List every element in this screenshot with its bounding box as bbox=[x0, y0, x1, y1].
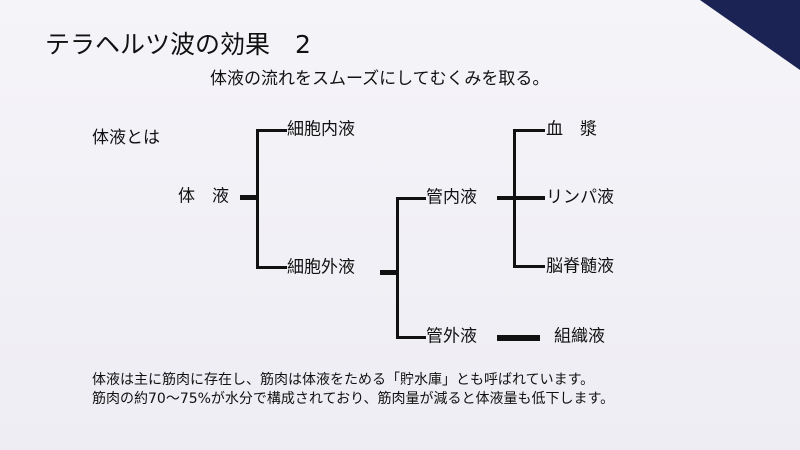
node-root: 体 液 bbox=[178, 186, 229, 207]
node-csf: 脳脊髄液 bbox=[546, 256, 614, 277]
connector bbox=[513, 129, 516, 267]
connector bbox=[380, 270, 397, 275]
note-line: 体液は主に筋肉に存在し、筋肉は体液をためる「貯水庫」とも呼ばれています。 bbox=[92, 372, 595, 388]
node-intracellular: 細胞内液 bbox=[287, 119, 355, 140]
node-tissue: 組織液 bbox=[554, 326, 605, 347]
connector bbox=[396, 197, 426, 200]
node-lymph: リンパ液 bbox=[546, 187, 614, 208]
connector bbox=[256, 129, 287, 132]
node-plasma: 血 漿 bbox=[546, 119, 597, 140]
corner-decoration bbox=[700, 0, 800, 70]
connector bbox=[497, 196, 545, 200]
connector bbox=[513, 129, 545, 132]
connector bbox=[256, 129, 259, 269]
connector bbox=[497, 335, 540, 341]
connector bbox=[513, 265, 545, 268]
connector bbox=[396, 197, 399, 339]
slide-subtitle: 体液の流れをスムーズにしてむくみを取る。 bbox=[210, 69, 550, 89]
node-extravascular: 管外液 bbox=[426, 326, 477, 347]
node-intravascular: 管内液 bbox=[426, 187, 477, 208]
node-extracellular: 細胞外液 bbox=[287, 257, 355, 278]
section-label: 体液とは bbox=[92, 128, 160, 148]
connector bbox=[396, 336, 426, 339]
slide-title: テラヘルツ波の効果 2 bbox=[45, 30, 311, 59]
note-line: 筋肉の約70～75%が水分で構成されており、筋肉量が減ると体液量も低下します。 bbox=[92, 391, 615, 407]
connector bbox=[256, 266, 287, 269]
connector bbox=[240, 195, 258, 200]
